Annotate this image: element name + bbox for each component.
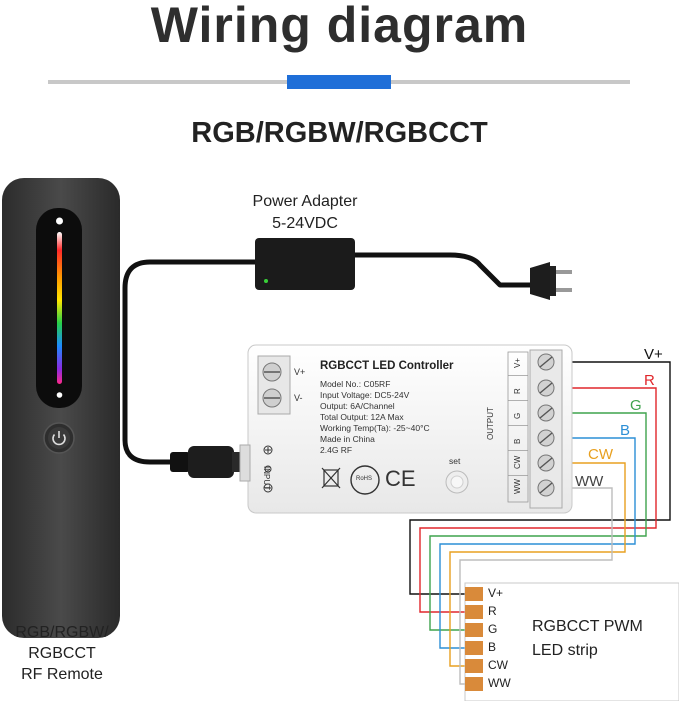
strip-pad-label: G — [488, 622, 498, 636]
wire-g — [429, 412, 647, 631]
spec-line: Total Output: 12A Max — [320, 412, 404, 422]
output-label: OUTPUT — [486, 407, 495, 440]
controller-name: RGBCCT LED Controller — [320, 360, 454, 372]
strip-pad-label: B — [488, 640, 497, 654]
output-terminal-label: B — [513, 438, 522, 444]
output-terminal-label: CW — [513, 455, 522, 469]
strip-pad — [465, 641, 483, 655]
wall-plug — [530, 262, 572, 300]
wire-r — [419, 387, 657, 613]
ce-mark: CE — [385, 466, 416, 491]
led-controller — [239, 344, 573, 514]
weee-icon — [321, 467, 341, 489]
wire-b — [439, 437, 636, 649]
page-subtitle: RGB/RGBW/RGBCCT — [191, 117, 488, 149]
output-terminal-label: V+ — [513, 357, 522, 368]
page-title: Wiring diagram — [150, 0, 529, 53]
strip-pad — [465, 605, 483, 619]
wire-ww — [459, 487, 613, 685]
output-terminal-label: WW — [513, 478, 522, 494]
output-terminal-label: G — [513, 412, 522, 419]
remote-label-line2: RGBCCT — [28, 645, 96, 662]
strip-pad — [465, 587, 483, 601]
brightness-up-icon — [56, 217, 63, 225]
rohs-mark: RoHS — [356, 476, 373, 482]
input-terminal-vminus: V- — [294, 393, 303, 403]
spec-line: Output: 6A/Channel — [320, 401, 395, 411]
wire-label: R — [644, 372, 655, 389]
wire-label: B — [620, 422, 631, 439]
strip-pad-label: R — [488, 604, 497, 618]
strip-pad — [465, 659, 483, 673]
rohs-icon — [350, 465, 380, 495]
wire-label: WW — [575, 473, 604, 490]
spec-line: Made in China — [320, 434, 375, 444]
strip-pad — [465, 677, 483, 691]
wire-label: V+ — [644, 346, 663, 363]
input-label: INPUT — [262, 466, 271, 490]
spec-line: Model No.: C05RF — [320, 379, 391, 389]
strip-label-line1: RGBCCT PWM — [532, 618, 643, 635]
output-terminal-label: R — [513, 388, 522, 394]
strip-pad-label: CW — [488, 658, 508, 672]
led-strip — [464, 582, 679, 701]
controller-specs: Model No.: C05RF Input Voltage: DC5-24V … — [320, 379, 430, 456]
remote-label-line1: RGB/RGBW/ — [15, 624, 109, 641]
dc-plug — [170, 446, 242, 478]
strip-pad-label: WW — [488, 676, 511, 690]
set-label: set — [449, 456, 461, 466]
spec-line: Working Temp(Ta): -25~40°C — [320, 423, 430, 433]
wire-cw — [449, 462, 626, 667]
strip-label-line2: LED strip — [532, 642, 598, 659]
spec-line: Input Voltage: DC5-24V — [320, 390, 410, 400]
output-wires — [409, 361, 671, 685]
brightness-down-icon — [56, 392, 63, 398]
power-adapter — [255, 238, 355, 290]
remote-label-line3: RF Remote — [21, 666, 103, 683]
strip-pad — [465, 623, 483, 637]
adapter-label-line2: 5-24VDC — [272, 215, 338, 232]
power-icon — [52, 433, 66, 446]
strip-pad-label: V+ — [488, 586, 504, 600]
spec-line: 2.4G RF — [320, 445, 353, 455]
wire-label: G — [630, 397, 642, 414]
title-divider-accent — [287, 75, 391, 89]
adapter-label-line1: Power Adapter — [252, 193, 358, 210]
rf-remote — [2, 178, 120, 638]
input-terminal-vplus: V+ — [294, 367, 306, 377]
wire-label: CW — [588, 446, 613, 463]
